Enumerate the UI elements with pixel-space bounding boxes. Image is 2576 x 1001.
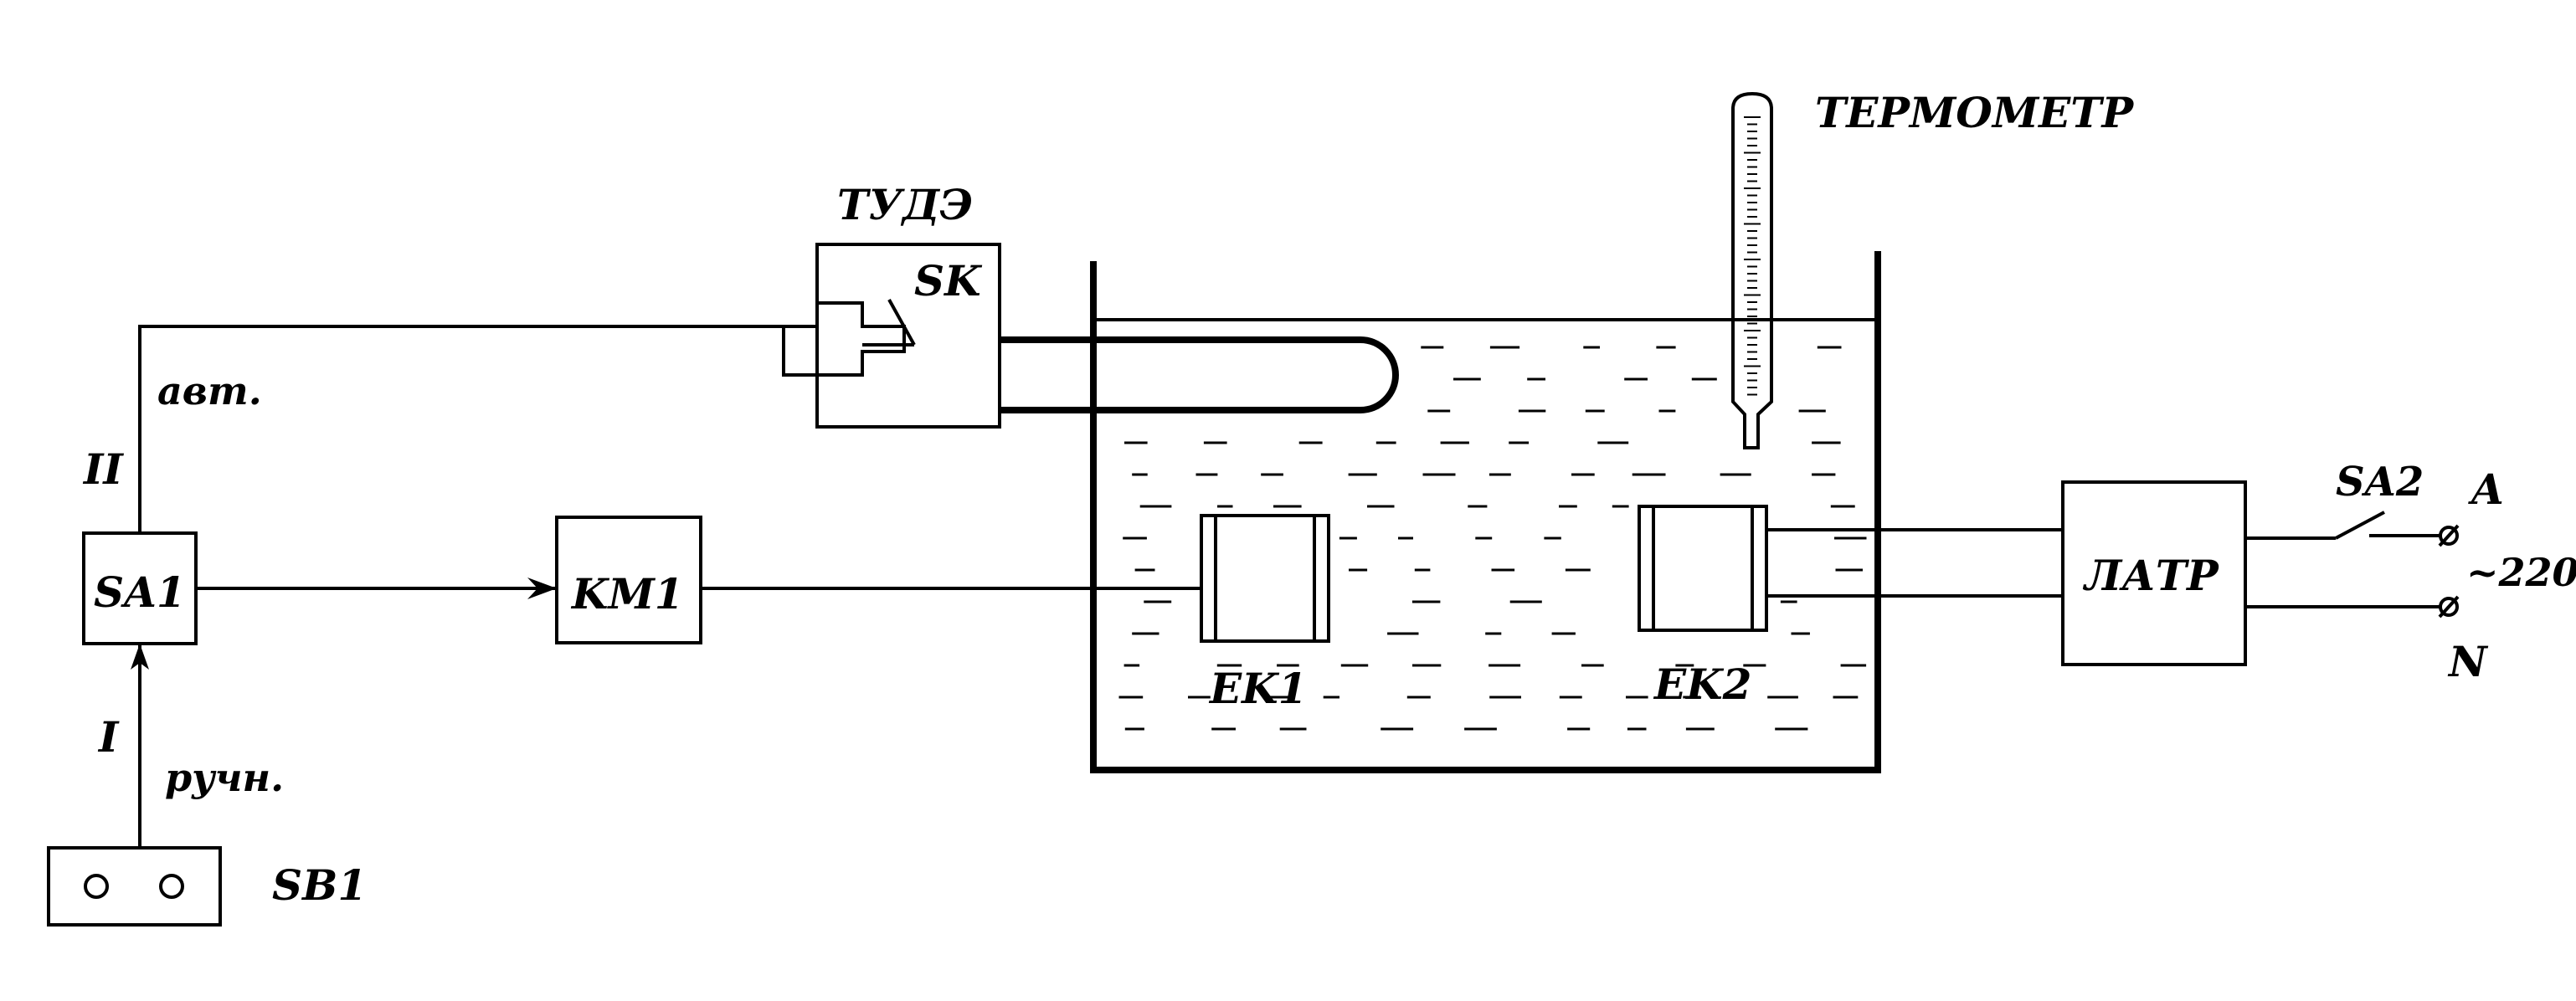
water-tank [1090, 251, 1881, 773]
tude-thermostat [782, 243, 1399, 429]
sa2-switch-blade [2335, 511, 2385, 540]
sa2-label: SA2 [2336, 459, 2424, 506]
km1-label: KM1 [570, 569, 684, 619]
sb1-label: SB1 [272, 860, 367, 910]
sa1-label: SA1 [94, 567, 186, 617]
mode-i-label: I [97, 712, 120, 762]
wiring [131, 325, 2440, 848]
phase-a-label: A [2468, 465, 2504, 514]
latr-label: ЛАТР [2082, 551, 2219, 600]
terminal-a [2438, 524, 2460, 547]
thermometer-scale [1744, 116, 1761, 396]
mode-ii-label: II [82, 444, 124, 494]
thermometer-label: ТЕРМОМЕТР [1815, 88, 2134, 137]
manual-mode-label: ручн. [165, 755, 284, 800]
km1-contactor-box [555, 516, 702, 644]
thermometer [1731, 91, 1773, 449]
terminal-n [2438, 595, 2460, 619]
tude-sensor-tube [1000, 336, 1399, 413]
auto-mode-label: авт. [157, 368, 262, 413]
ek1-label: EK1 [1208, 664, 1307, 713]
sk-label: SK [914, 256, 983, 305]
liquid-hatching [1118, 346, 1867, 731]
tude-label: ТУДЭ [837, 180, 973, 229]
latr-box [2061, 480, 2247, 666]
ek2-label: EK2 [1653, 660, 1751, 709]
voltage-label: ~220 [2466, 550, 2576, 595]
sb1-pushbutton [47, 846, 222, 927]
heater-ek1 [1200, 514, 1330, 643]
sk-contact [782, 299, 916, 377]
neutral-label: N [2447, 637, 2489, 686]
heater-ek2 [1638, 505, 1768, 632]
